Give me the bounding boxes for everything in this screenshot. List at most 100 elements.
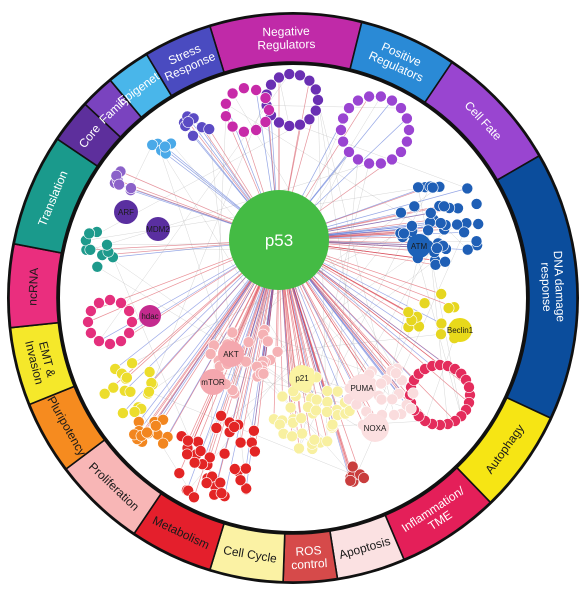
gene-node: [321, 385, 334, 397]
gene-node: [276, 390, 289, 403]
gene-cluster: [402, 288, 463, 345]
gene-node: [125, 182, 137, 194]
gene-cluster: [128, 413, 174, 450]
edge: [188, 206, 415, 491]
gene-node: [390, 367, 402, 380]
gene-node: [115, 335, 127, 347]
gene-node: [210, 422, 223, 434]
gene-node: [204, 348, 217, 360]
gene-node: [104, 294, 116, 306]
ring-label-dna-damage-response: DNA damageresponse: [538, 250, 568, 323]
gene-node: [187, 130, 199, 142]
gene-node: [200, 477, 213, 489]
gene-node: [188, 491, 200, 504]
gene-node: [84, 244, 97, 256]
gene-node: [418, 297, 431, 310]
hub-hdac: hdac: [139, 305, 161, 327]
hub-mdm2-label: MDM2: [146, 225, 170, 234]
edge: [90, 163, 370, 250]
gene-node: [386, 94, 398, 107]
gene-node: [321, 406, 333, 418]
gene-node: [173, 467, 186, 480]
gene-node: [126, 357, 138, 370]
gene-node: [309, 83, 322, 96]
gene-cluster: [344, 460, 370, 488]
gene-node: [126, 316, 138, 328]
gene-node: [435, 317, 448, 330]
gene-node: [395, 102, 407, 114]
ring-label-line: DNA damage: [551, 250, 568, 322]
edge: [147, 186, 440, 394]
hub-puma: PUMA: [348, 374, 376, 402]
gene-node: [375, 90, 387, 103]
edge: [266, 105, 402, 109]
gene-node: [412, 181, 424, 194]
gene-node: [337, 135, 349, 148]
gene-node: [159, 140, 171, 153]
hub-akt-label: AKT: [223, 350, 239, 359]
gene-node: [263, 104, 275, 116]
gene-node: [312, 94, 324, 106]
gene-node: [228, 421, 240, 433]
gene-node: [375, 393, 388, 406]
gene-node: [220, 110, 232, 122]
gene-node: [182, 434, 194, 447]
hub-puma-label: PUMA: [350, 384, 374, 393]
gene-node: [294, 118, 306, 131]
gene-node: [346, 460, 359, 473]
gene-node: [234, 436, 247, 449]
gene-cluster: [146, 137, 177, 160]
gene-node: [375, 377, 387, 390]
gene-node: [115, 297, 127, 309]
gene-cluster: [173, 409, 261, 504]
gene-node: [293, 442, 305, 455]
gene-node: [259, 92, 272, 104]
gene-node: [113, 178, 125, 191]
gene-node: [344, 474, 357, 487]
edge: [85, 240, 312, 399]
gene-node: [215, 487, 228, 500]
gene-node: [363, 157, 375, 170]
edge: [424, 338, 455, 422]
gene-node: [395, 146, 407, 158]
gene-node: [404, 402, 417, 415]
gene-node: [226, 120, 239, 133]
hub-hdac-label: hdac: [141, 312, 158, 321]
gene-node: [143, 366, 156, 378]
gene-node: [271, 345, 284, 358]
gene-node: [458, 226, 470, 239]
gene-cluster: [109, 165, 137, 196]
hub-akt: AKT: [218, 341, 244, 367]
hub-arf-label: ARF: [118, 208, 134, 217]
gene-node: [238, 126, 250, 138]
gene-node: [326, 418, 339, 431]
gene-node: [295, 412, 308, 425]
gene-cluster: [335, 90, 415, 170]
gene-node: [123, 327, 135, 339]
gene-node: [141, 426, 153, 439]
gene-cluster: [98, 357, 159, 419]
edge: [317, 99, 328, 442]
gene-node: [402, 306, 415, 319]
gene-node: [286, 430, 298, 443]
gene-node: [248, 424, 260, 437]
gene-node: [310, 404, 322, 417]
edge: [278, 77, 290, 126]
gene-node: [435, 328, 447, 341]
hub-p21-label: p21: [295, 374, 309, 383]
edge: [317, 99, 395, 416]
gene-node: [240, 482, 252, 495]
gene-node: [273, 116, 285, 129]
gene-node: [321, 396, 334, 408]
hub-beclin1-label: Beclin1: [447, 326, 474, 335]
gene-node: [98, 387, 111, 400]
gene-node: [150, 419, 162, 432]
gene-node: [337, 112, 349, 125]
edge: [216, 260, 436, 429]
gene-node: [204, 451, 216, 464]
gene-node: [182, 116, 194, 128]
gene-node: [124, 385, 137, 398]
gene-node: [451, 218, 463, 231]
gene-node: [93, 297, 105, 309]
